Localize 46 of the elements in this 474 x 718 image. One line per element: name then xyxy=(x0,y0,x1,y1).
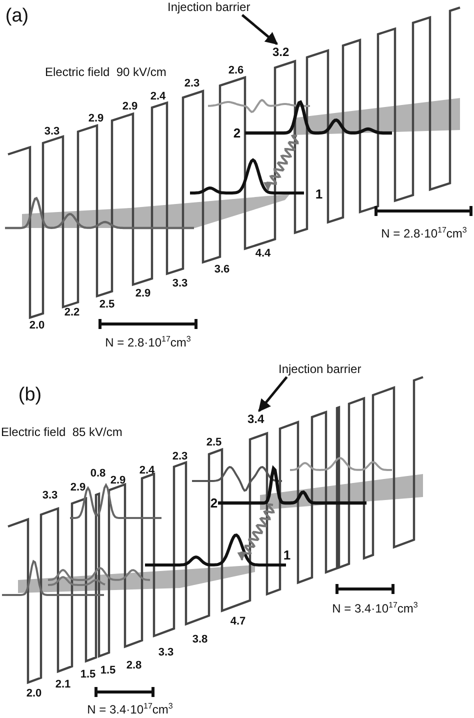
thickness-label: 2.5 xyxy=(206,438,222,448)
panel-label: (b) xyxy=(18,386,42,404)
thickness-label: 2.9 xyxy=(110,476,126,486)
thickness-label: 4.7 xyxy=(230,616,246,628)
level-number: 1 xyxy=(315,188,323,200)
thickness-label: 3.3 xyxy=(44,126,60,138)
thickness-label: 2.9 xyxy=(88,114,104,124)
callout-label: Injection barrier xyxy=(278,362,362,376)
thickness-label: 2.8 xyxy=(126,660,142,672)
thickness-label: 2.5 xyxy=(99,300,115,310)
doping-label: N = 2.8·10$^{17}$cm$^{3}$ xyxy=(105,336,191,348)
doping-label: N = 3.4·10$^{17}$cm$^{3}$ xyxy=(87,702,173,716)
thickness-label: 3.2 xyxy=(272,45,290,59)
thickness-label: 2.1 xyxy=(55,680,71,690)
field-label: Electric field 90 kV/cm xyxy=(45,66,166,78)
thickness-label: 2.4 xyxy=(150,92,166,102)
thickness-label: 3.3 xyxy=(42,490,58,502)
level-number: 2 xyxy=(233,126,241,140)
thickness-label: 2.3 xyxy=(172,452,188,462)
field-label: Electric field 85 kV/cm xyxy=(1,426,122,438)
thickness-label: 2.9 xyxy=(70,482,86,494)
thickness-label: 4.4 xyxy=(255,248,271,260)
thickness-label: 2.9 xyxy=(135,288,151,300)
thickness-label: 1.5 xyxy=(80,670,96,680)
thickness-label: 0.8 xyxy=(90,468,106,480)
thickness-label: 2.0 xyxy=(29,320,45,332)
doping-label: N = 3.4·10$^{17}$cm$^{3}$ xyxy=(332,602,418,614)
thickness-label: 2.3 xyxy=(184,78,200,90)
thickness-label: 1.5 xyxy=(100,666,116,676)
thickness-label: 2.9 xyxy=(122,102,138,112)
level-number: 1 xyxy=(283,548,291,562)
thickness-label: 2.2 xyxy=(64,308,80,318)
thickness-label: 3.6 xyxy=(214,264,230,276)
thickness-label: 3.4 xyxy=(248,412,264,426)
leader-arrow xyxy=(241,14,278,45)
thickness-label: 2.6 xyxy=(228,66,244,76)
thickness-label: 3.3 xyxy=(158,648,174,658)
panel-label: (a) xyxy=(5,6,29,26)
callout-label: Injection barrier xyxy=(168,0,250,14)
thickness-label: 3.3 xyxy=(172,278,188,290)
level-number: 2 xyxy=(210,496,218,510)
leader-arrow xyxy=(258,376,288,412)
thickness-label: 2.0 xyxy=(26,688,42,700)
thickness-label: 3.8 xyxy=(192,634,208,646)
thickness-label: 2.4 xyxy=(139,466,155,476)
doping-label: N = 2.8·10$^{17}$cm$^{3}$ xyxy=(381,226,467,240)
